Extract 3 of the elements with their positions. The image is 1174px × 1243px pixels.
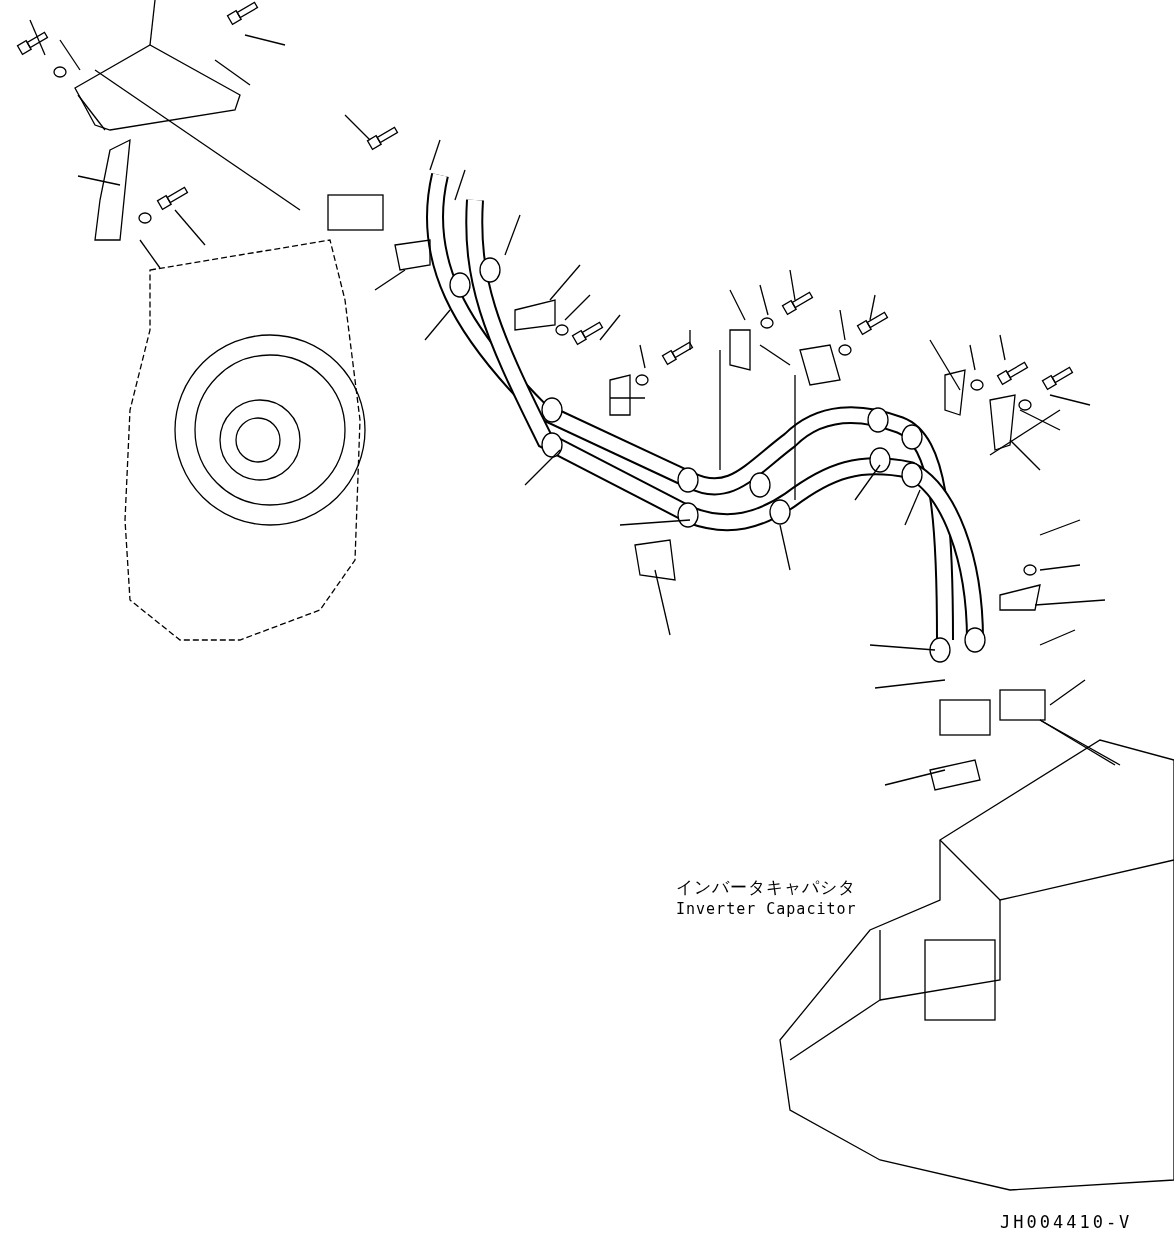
part-label: JH004410-V <box>1000 1212 1133 1232</box>
part-label: インバータキャパシタ <box>676 876 856 899</box>
part-label: Inverter Capacitor <box>676 900 857 918</box>
